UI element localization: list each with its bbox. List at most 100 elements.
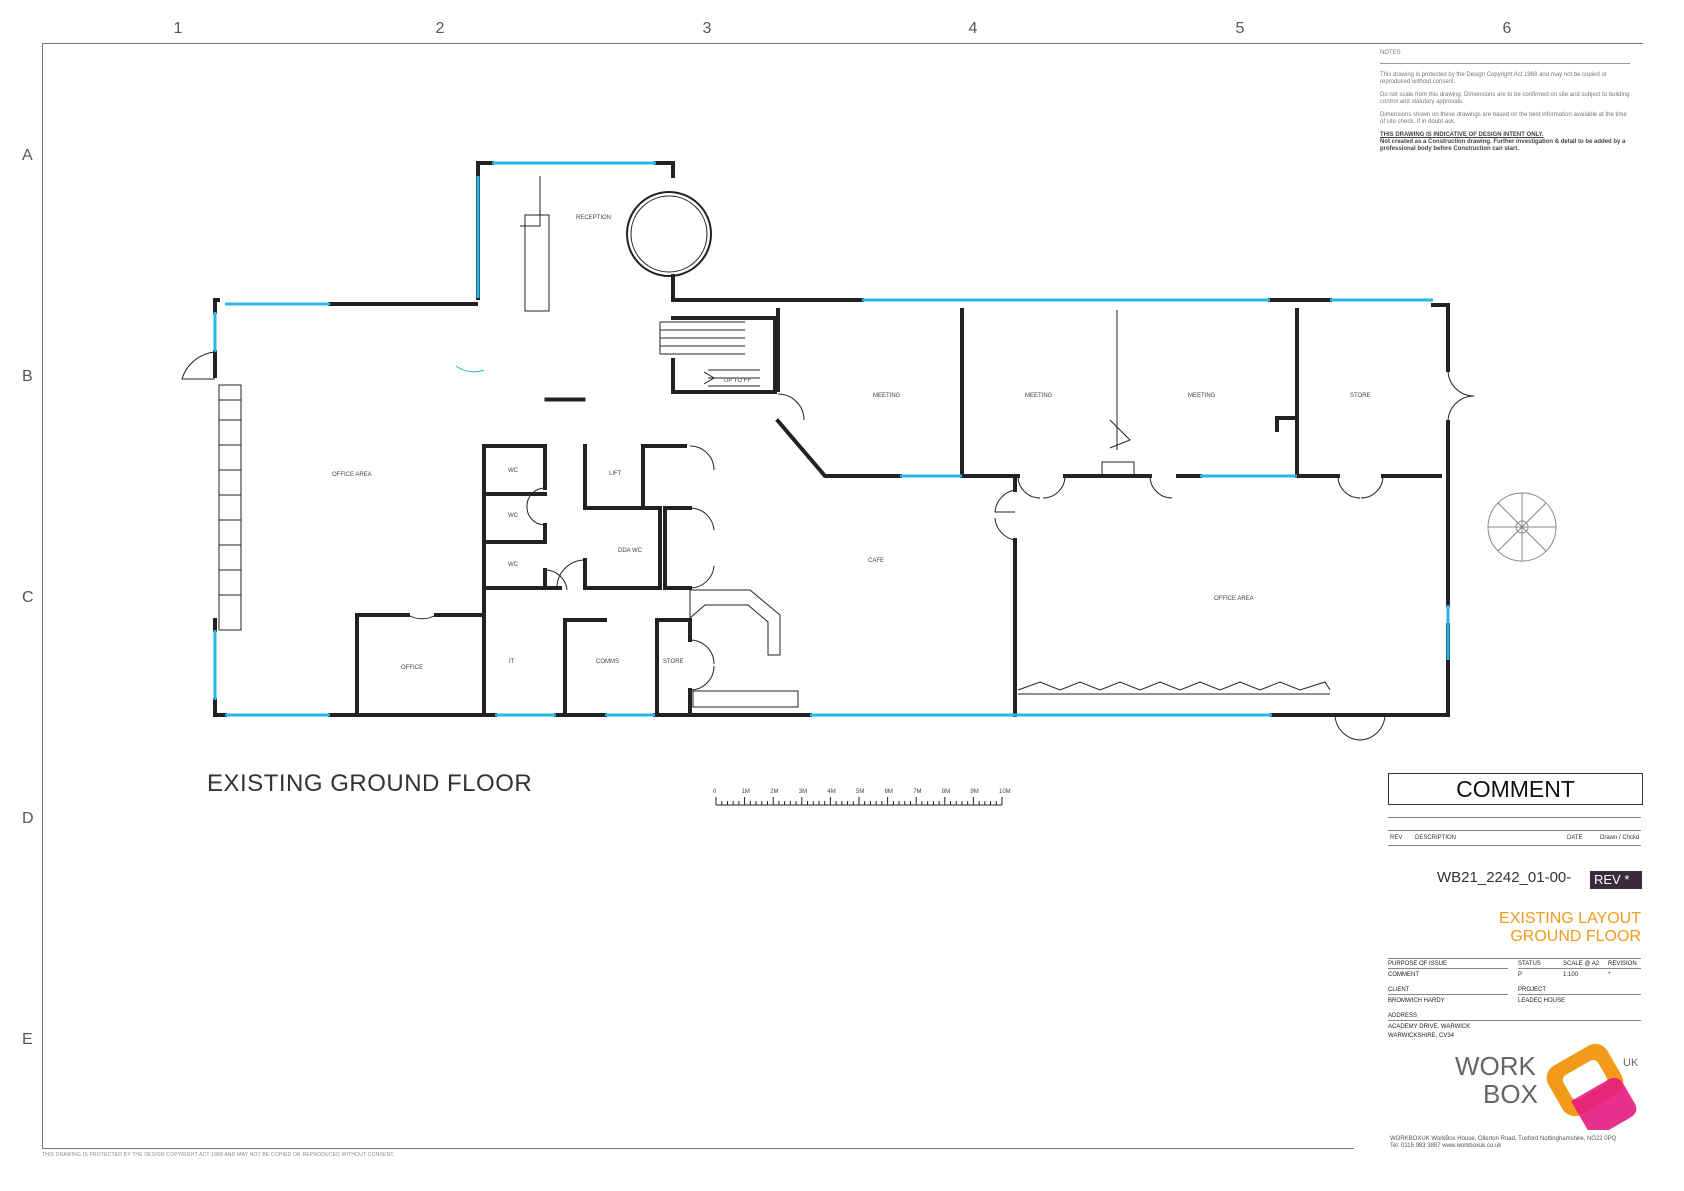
address-line: ACADEMY DRIVE, WARWICK — [1388, 1024, 1471, 1030]
status-label: STATUS — [1518, 961, 1541, 967]
drawing-title-line: GROUND FLOOR — [1510, 928, 1641, 945]
company-contact-line: Tel: 0115 983 3887 www.workboxuk.co.uk — [1390, 1143, 1502, 1149]
grid-row-label: A — [22, 147, 33, 164]
logo-suffix: UK — [1623, 1057, 1639, 1069]
client-label: CLIENT — [1388, 987, 1410, 993]
scale-label: 3M — [799, 789, 807, 795]
address-label: ADDRESS — [1388, 1013, 1418, 1019]
counter-strip — [544, 397, 586, 402]
grid-column-label: 5 — [1235, 20, 1245, 37]
divider — [1518, 968, 1641, 969]
grid-column-label: 3 — [702, 20, 712, 37]
status-value: P — [1518, 972, 1523, 978]
counter-wall — [520, 176, 541, 227]
grid-row-label: D — [22, 810, 34, 827]
purpose-label: PURPOSE OF ISSUE — [1388, 961, 1448, 967]
scale-label: 0 — [713, 789, 717, 795]
staircase — [659, 321, 760, 387]
zigzag-glazing — [1017, 681, 1331, 691]
scale-label: 4M — [827, 789, 835, 795]
grid-column-label: 1 — [173, 20, 183, 37]
steps — [1101, 461, 1135, 477]
scale-label: 6M — [885, 789, 893, 795]
grid-column-label: 6 — [1502, 20, 1512, 37]
grid-row-label: E — [22, 1031, 33, 1048]
drawing-frame — [42, 43, 1643, 1149]
drawing-frame-bottom — [42, 1148, 1354, 1149]
room-label-wc: WC — [508, 562, 519, 568]
room-label-wc: WC — [508, 468, 519, 474]
project-value: LEADEC HOUSE — [1518, 998, 1566, 1004]
company-address-line: WORKBOXUK WorkBox House, Ollerton Road, … — [1390, 1136, 1617, 1142]
divider — [1388, 968, 1508, 969]
room-label-store: STORE — [1350, 393, 1371, 399]
scale-label: 5M — [856, 789, 864, 795]
wall — [663, 506, 692, 590]
notes-scaling: Do not scale from this drawing. Dimensio… — [1380, 92, 1630, 105]
status-stamp: COMMENT — [1388, 773, 1643, 805]
room-label-dda-wc: DDA WC — [618, 548, 643, 554]
rev-header: REV — [1390, 835, 1403, 841]
revision-badge: REV * — [1590, 871, 1642, 889]
plan-title: EXISTING GROUND FLOOR — [207, 770, 533, 797]
divider — [1388, 994, 1508, 995]
wall — [213, 698, 227, 717]
scale-label: 9M — [970, 789, 978, 795]
reception-counter — [520, 176, 586, 402]
wall — [655, 618, 692, 642]
window-bay — [218, 384, 242, 631]
room-label-wc: WC — [508, 513, 519, 519]
notes-copyright: This drawing is protected by the Design … — [1380, 72, 1607, 85]
notes-warning-body: Not created as a Construction drawing. F… — [1380, 139, 1626, 152]
revision-label: REVISION — [1608, 961, 1637, 967]
room-label-it: IT — [509, 659, 515, 665]
divider — [1388, 830, 1641, 831]
wall — [482, 444, 547, 490]
wall — [1270, 623, 1450, 717]
wall — [654, 161, 675, 178]
grid-column-label: 2 — [435, 20, 445, 37]
logo-mark-pink — [1571, 1077, 1637, 1130]
cafe-bench — [692, 690, 799, 708]
scale-value: 1:100 — [1563, 972, 1579, 978]
client-value: BROMWICH HARDY — [1388, 998, 1445, 1004]
room-label-office-area: OFFICE AREA — [1214, 596, 1254, 602]
divider — [1388, 1020, 1641, 1021]
divider — [1518, 994, 1641, 995]
copyright-notice: THIS DRAWING IS PROTECTED BY THE DESIGN … — [42, 1152, 395, 1158]
grid-column-label: 4 — [968, 20, 978, 37]
notes-warning: THIS DRAWING IS INDICATIVE OF DESIGN INT… — [1380, 132, 1630, 153]
circular-feature-inner — [630, 195, 708, 273]
scale-label: 2M — [770, 789, 778, 795]
spiral-staircase — [1487, 492, 1557, 562]
room-label-office: OFFICE — [401, 665, 423, 671]
project-label: PROJECT — [1518, 987, 1547, 993]
room-label-meeting: MEETING — [1188, 393, 1216, 399]
divider — [1388, 845, 1641, 846]
room-label-store: STORE — [663, 659, 684, 665]
scale-label: SCALE @ A2 — [1563, 961, 1600, 967]
scale-label: 7M — [913, 789, 921, 795]
logo-word-box: BOX — [1483, 1079, 1538, 1109]
logo-mark-inner — [1562, 1060, 1608, 1100]
notes-heading: NOTES — [1380, 50, 1630, 64]
drawing-title: EXISTING LAYOUT GROUND FLOOR — [1499, 910, 1641, 946]
room-label-cafe: CAFE — [868, 558, 884, 564]
grid-row-label: C — [22, 589, 34, 606]
drawn-header: Drawn / Chckd — [1600, 835, 1640, 841]
drawing-title-line: EXISTING LAYOUT — [1499, 910, 1641, 927]
glazing — [213, 161, 1450, 717]
room-label-lift: LIFT — [609, 471, 622, 477]
logo-word-work: WORK — [1455, 1051, 1537, 1081]
folding-partition — [1109, 419, 1131, 449]
description-header: DESCRIPTION — [1415, 835, 1457, 841]
divider — [1388, 958, 1641, 959]
wall — [1295, 308, 1340, 478]
date-header: DATE — [1567, 835, 1583, 841]
room-label-reception: RECEPTION — [576, 215, 611, 221]
room-label-comms: COMMS — [596, 659, 619, 665]
revision-value: * — [1608, 972, 1611, 978]
room-label-office-area: OFFICE AREA — [332, 472, 372, 478]
